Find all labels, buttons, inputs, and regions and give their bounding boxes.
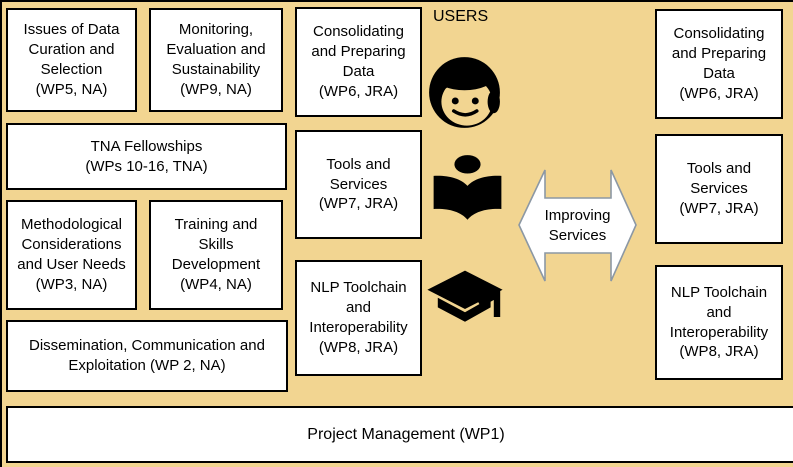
box-wp7-tools-services-middle: Tools and Services (WP7, JRA): [295, 130, 422, 239]
box-wp2-dissemination-communication: Dissemination, Communication and Exploit…: [6, 320, 288, 392]
box-label: Methodological Considerations and User N…: [17, 216, 126, 293]
box-tna-fellowships: TNA Fellowships (WPs 10-16, TNA): [6, 123, 287, 190]
box-label: Dissemination, Communication and Exploit…: [29, 337, 265, 374]
box-label: Issues of Data Curation and Selection (W…: [23, 21, 120, 98]
box-label: Consolidating and Preparing Data (WP6, J…: [671, 25, 767, 102]
arrow-label: Improving Services: [544, 207, 611, 244]
box-label: Tools and Services (WP7, JRA): [679, 160, 759, 217]
box-label: TNA Fellowships (WPs 10-16, TNA): [85, 137, 208, 175]
person-reading-book-icon: [429, 152, 506, 229]
box-wp5-issues-of-data-curation: Issues of Data Curation and Selection (W…: [6, 8, 137, 112]
box-wp4-training-skills: Training and Skills Development (WP4, NA…: [149, 200, 283, 310]
box-wp9-monitoring-evaluation: Monitoring, Evaluation and Sustainabilit…: [149, 8, 283, 112]
box-label: Monitoring, Evaluation and Sustainabilit…: [166, 21, 266, 98]
box-wp3-methodological-considerations: Methodological Considerations and User N…: [6, 200, 137, 310]
box-wp8-nlp-toolchain-right: NLP Toolchain and Interoperability (WP8,…: [655, 265, 783, 380]
box-wp1-project-management: Project Management (WP1): [6, 406, 793, 463]
box-wp8-nlp-toolchain-middle: NLP Toolchain and Interoperability (WP8,…: [295, 260, 422, 376]
box-label: NLP Toolchain and Interoperability (WP8,…: [669, 283, 769, 361]
box-label: Project Management (WP1): [307, 425, 505, 443]
box-wp6-consolidating-data-right: Consolidating and Preparing Data (WP6, J…: [655, 9, 783, 119]
box-wp7-tools-services-right: Tools and Services (WP7, JRA): [655, 134, 783, 244]
box-label: Consolidating and Preparing Data (WP6, J…: [311, 23, 406, 100]
box-wp6-consolidating-data-middle: Consolidating and Preparing Data (WP6, J…: [295, 7, 422, 117]
graduation-cap-icon: [425, 267, 505, 327]
users-heading: USERS: [433, 8, 489, 25]
improving-services-arrow: Improving Services: [518, 161, 637, 290]
girl-face-icon: [426, 54, 503, 131]
box-label: NLP Toolchain and Interoperability (WP8,…: [309, 279, 408, 356]
box-label: Tools and Services (WP7, JRA): [318, 155, 399, 213]
box-label: Training and Skills Development (WP4, NA…: [171, 216, 261, 293]
